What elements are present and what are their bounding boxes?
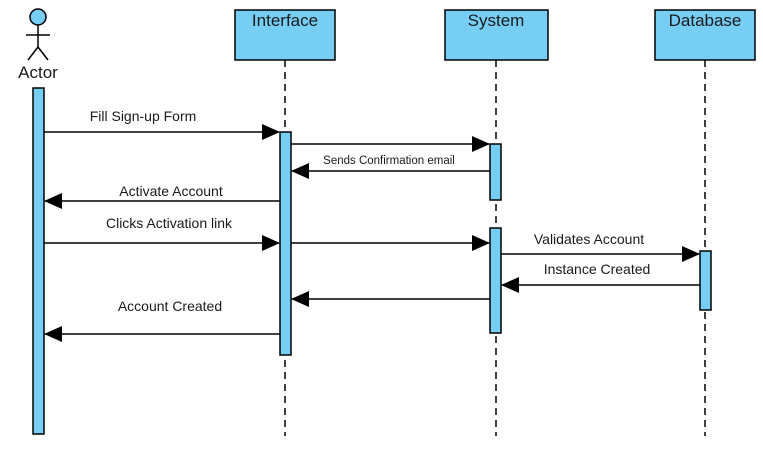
actor-left-leg	[27, 46, 39, 61]
message-sends-confirmation-email: Sends Confirmation email	[291, 155, 490, 179]
message-instance-created: Instance Created	[501, 261, 700, 293]
participant-database: Database	[654, 9, 756, 61]
message-validates-account: Validates Account	[501, 231, 700, 262]
message-label: Activate Account	[119, 183, 223, 199]
message-activate-account: Activate Account	[44, 183, 280, 209]
actor-right-leg	[37, 46, 49, 61]
message-label: Account Created	[118, 298, 222, 314]
participant-box-interface	[234, 9, 336, 61]
participant-box-database	[654, 9, 756, 61]
message-account-created: Account Created	[44, 298, 280, 342]
participant-box-system	[444, 9, 549, 61]
message-label: Sends Confirmation email	[323, 155, 455, 167]
activation-bar-actor	[32, 87, 45, 435]
participant-label-database: Database	[669, 11, 742, 30]
actor-stick-figure-icon	[26, 8, 50, 61]
message-label: Instance Created	[544, 261, 651, 277]
actor-label: Actor	[18, 63, 58, 82]
participant-interface: Interface	[234, 9, 336, 61]
message-label: Clicks Activation link	[106, 215, 233, 231]
message-fill-signup-form: Fill Sign-up Form	[44, 108, 280, 140]
actor-head	[29, 8, 47, 26]
activation-bar-system-2	[489, 227, 502, 334]
message-label: Validates Account	[534, 231, 644, 247]
message-clicks-activation-link: Clicks Activation link	[44, 215, 280, 251]
activation-bar-database	[699, 250, 712, 311]
message-label: Fill Sign-up Form	[90, 108, 197, 124]
activation-bar-interface	[279, 131, 292, 356]
participant-label-interface: Interface	[252, 11, 318, 30]
participant-label-system: System	[468, 11, 525, 30]
activation-bar-system-1	[489, 143, 502, 201]
participant-system: System	[444, 9, 549, 61]
